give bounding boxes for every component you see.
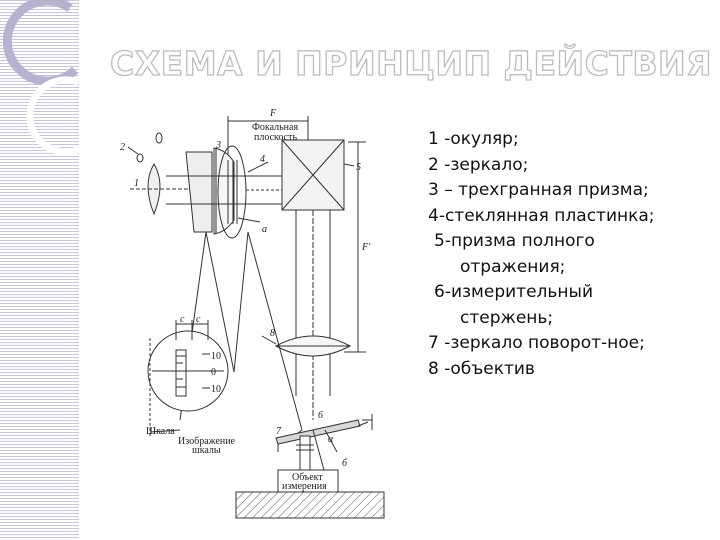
label-f-prime: F' — [361, 242, 371, 253]
label-b: б — [342, 458, 348, 469]
label-scale-10-bottom: 10 — [211, 384, 221, 395]
base-platform — [235, 491, 385, 519]
label-8: 8 — [270, 328, 275, 339]
list-item: 1 -окуляр; — [428, 129, 519, 149]
list-item: 2 -зеркало; — [428, 154, 529, 175]
label-4: 4 — [260, 154, 265, 165]
comparator-optical-diagram: F F' Фокальная плоскость 1 2 3 4 5 a 8 c… — [120, 108, 385, 519]
label-c-1: c — [180, 314, 185, 325]
label-alpha: α — [328, 434, 334, 445]
label-1: 1 — [134, 178, 139, 189]
list-item-text: 5-призма полного — [434, 231, 595, 251]
list-item-continuation: стержень; — [460, 307, 554, 328]
label-c-2: c — [196, 314, 201, 325]
label-6: 6 — [318, 410, 323, 421]
label-object-1: Объект — [292, 472, 323, 483]
label-focal-plane-2: плоскость — [254, 132, 297, 143]
slide-title: СХЕМА И ПРИНЦИП ДЕЙСТВИЯ — [109, 43, 713, 83]
label-image-of-scale-2: шкалы — [192, 445, 221, 456]
label-scale-10-top: 10 — [211, 351, 221, 362]
label-scale-0: 0 — [211, 367, 216, 378]
label-7: 7 — [276, 426, 282, 437]
focal-lens — [217, 145, 247, 239]
label-object-2: измерения — [282, 481, 327, 492]
list-item: 4-стеклянная пластинка; — [428, 205, 655, 226]
label-a: a — [262, 224, 267, 235]
rotating-mirror — [275, 419, 361, 445]
triangular-prism — [185, 151, 213, 233]
label-focal-plane-1: Фокальная — [252, 122, 298, 133]
list-item-continuation: отражения; — [460, 256, 566, 277]
label-3: 3 — [215, 140, 221, 151]
component-list: 1 -окуляр; 2 -зеркало; 3 – трехгранная п… — [428, 127, 713, 382]
mirror-2 — [155, 132, 163, 144]
glass-plate — [213, 147, 235, 235]
label-image-of-scale-1: Изображение — [178, 436, 236, 447]
list-item: 3 – трехгранная призма; — [428, 180, 649, 200]
label-2: 2 — [120, 142, 125, 153]
list-item-text: 6-измерительный — [434, 282, 593, 302]
list-item: 5-призма полного отражения; — [428, 229, 713, 280]
decorative-circle-arcs — [2, 0, 84, 156]
measuring-rod — [299, 435, 311, 471]
list-item: 7 -зеркало поворот-ное; — [428, 333, 645, 353]
label-5: 5 — [356, 162, 361, 173]
list-item: 6-измерительный стержень; — [428, 280, 713, 331]
list-item: 8 -объектив — [428, 358, 535, 379]
label-scale: Шкала — [146, 426, 175, 437]
label-f-top: F — [269, 108, 277, 119]
